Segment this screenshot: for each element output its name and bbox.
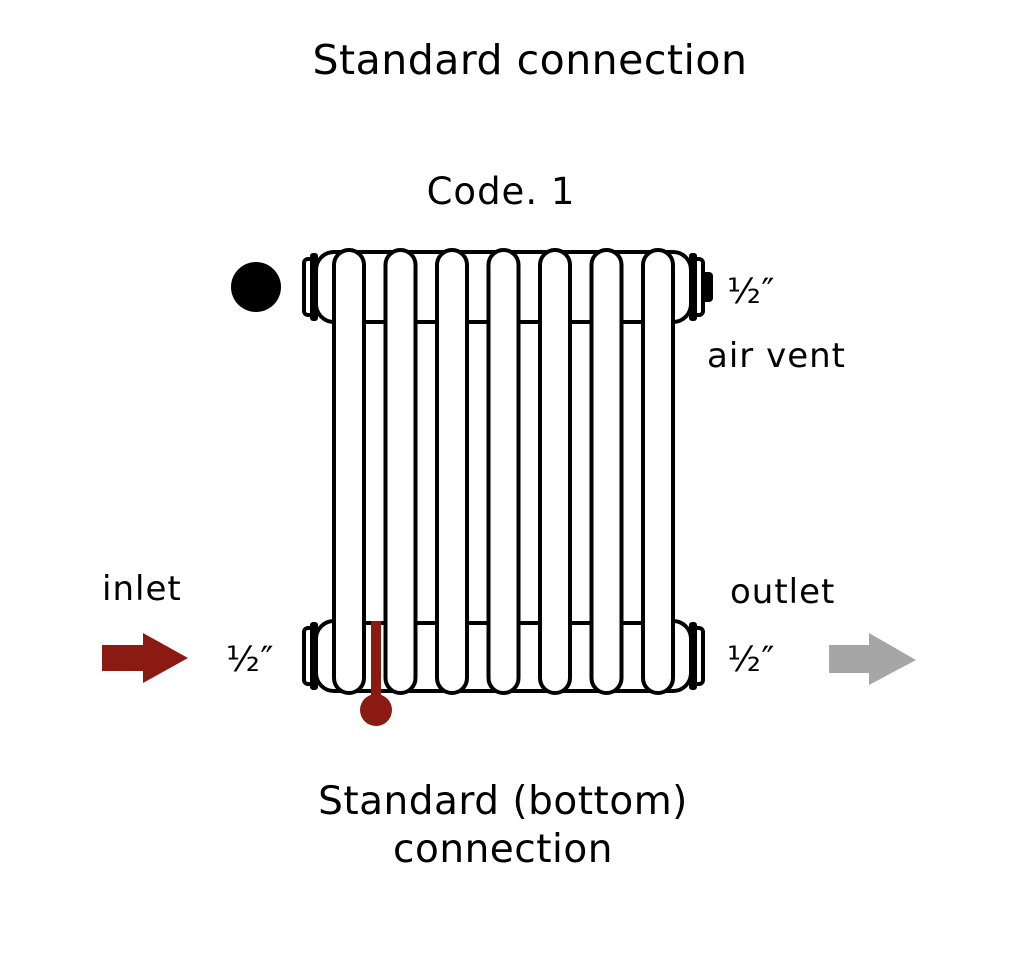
front-column [486, 248, 521, 695]
air-vent-label: air vent [707, 336, 846, 376]
inlet-arrow-icon [102, 633, 188, 683]
outlet-arrow-icon [829, 633, 916, 685]
inlet-size: ½″ [226, 640, 274, 680]
caption-line-2: connection [393, 827, 613, 872]
top-right-plug-flange [689, 253, 697, 321]
top-left-plug-flange [310, 253, 318, 321]
top-connection-marker-dot [231, 262, 281, 312]
outlet-size: ½″ [727, 640, 775, 680]
air-vent-valve [701, 272, 713, 302]
front-column [641, 248, 675, 695]
front-column [589, 248, 624, 695]
back-column [465, 320, 491, 625]
front-column [435, 248, 469, 695]
front-column [538, 248, 572, 695]
dip-pipe-end [360, 694, 392, 726]
connection-caption: Standard (bottom) connection [0, 778, 1006, 874]
dip-pipe [360, 621, 392, 726]
inlet-label: inlet [102, 569, 182, 609]
code-label: Code. 1 [426, 170, 576, 213]
outlet-label: outlet [730, 572, 836, 612]
front-column [383, 248, 418, 695]
bottom-left-plug-flange [310, 622, 318, 690]
dip-pipe-tube [371, 621, 381, 703]
caption-line-1: Standard (bottom) [318, 779, 688, 824]
diagram-title: Standard connection [312, 36, 748, 84]
back-column [362, 320, 388, 625]
back-column [619, 320, 645, 625]
back-column [413, 320, 439, 625]
bottom-right-plug-flange [689, 622, 697, 690]
radiator-illustration [302, 248, 713, 695]
front-column [332, 248, 366, 695]
back-column [568, 320, 594, 625]
back-column [516, 320, 542, 625]
air-vent-size: ½″ [727, 272, 775, 312]
